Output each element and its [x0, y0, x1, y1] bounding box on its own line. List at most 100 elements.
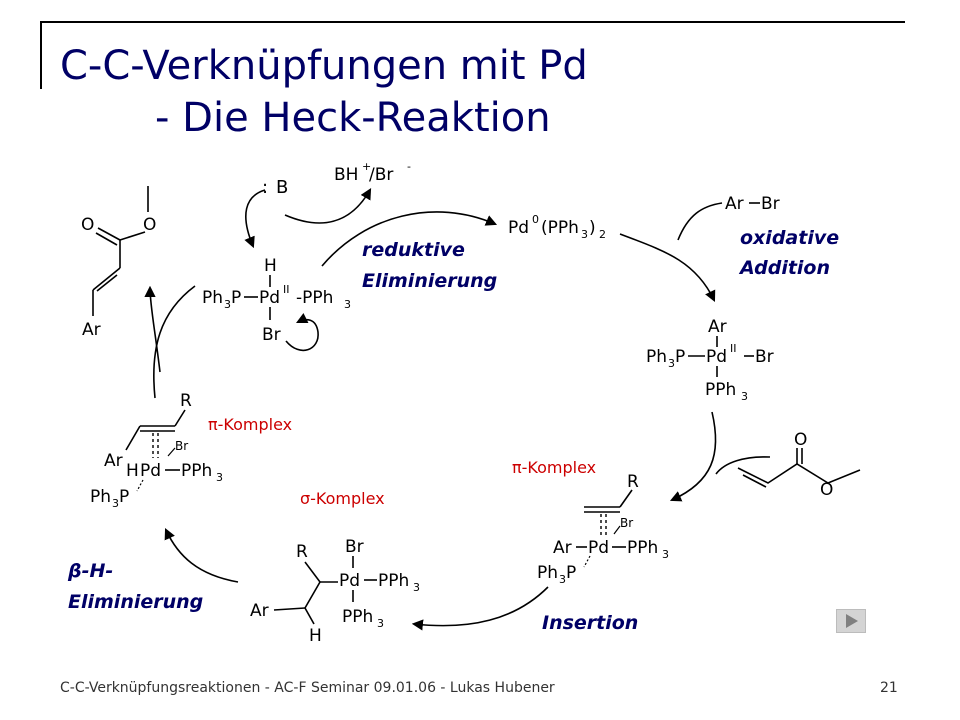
ox-br: Br [755, 347, 774, 367]
beta-h: H [126, 461, 139, 481]
next-slide-button[interactable] [836, 609, 866, 633]
acrylate-carbonyl-o: O [794, 430, 807, 450]
cycle-arrows [144, 188, 771, 631]
beta-r: R [180, 391, 192, 411]
hyd-pph3: -PPh [296, 288, 333, 308]
ins-br: Br [620, 516, 633, 530]
product-cinnamate: O O Ar [81, 186, 156, 340]
arrow-alkene-entry [715, 456, 771, 475]
label-oxidative-addition-1: oxidative [740, 227, 839, 249]
label-sigma-complex: σ-Komplex [300, 489, 385, 508]
sig-ar: Ar [250, 601, 269, 621]
hyd-pd: Pd [259, 288, 280, 308]
beta-ph3p-ph: Ph [90, 487, 111, 507]
pd0-catalyst: Pd 0 (PPh 3 ) 2 [508, 213, 606, 241]
oxidative-addition-complex: Ar Ph 3 P Pd II Br PPh 3 [646, 317, 774, 403]
sig-pd: Pd [339, 571, 360, 591]
product-carbonyl-o: O [81, 215, 94, 235]
ox-ph3p-sub: 3 [668, 357, 675, 370]
ox-pph3: PPh [705, 380, 736, 400]
ins-ph3p-sub: 3 [559, 573, 566, 586]
methyl-acrylate-reagent: O O [737, 430, 861, 500]
beta-pph3-sub: 3 [216, 471, 223, 484]
label-reductive-elimination-2: Eliminierung [362, 270, 497, 292]
ins-r: R [627, 472, 639, 492]
sig-pph3-right-sub: 3 [413, 581, 420, 594]
arrow-oxidative-addition [619, 233, 716, 303]
pd0-ligand: (PPh [541, 218, 579, 238]
label-beta-h-elimination-1: β-H- [67, 560, 113, 582]
arrow-product-entry [144, 285, 161, 373]
pd0-close: ) [589, 218, 596, 238]
ins-pph3: PPh [627, 538, 658, 558]
salt-minus: - [407, 160, 411, 173]
sig-h: H [309, 626, 322, 646]
pd0-oxidation-state: 0 [532, 213, 539, 226]
slide-title-line2: - Die Heck-Reaktion [155, 95, 551, 141]
arrow-bromide-curl [285, 312, 319, 352]
base-lone-pair: : [262, 177, 268, 198]
ox-pd-ox-state: II [730, 342, 737, 355]
product-ar: Ar [82, 320, 101, 340]
label-pi-complex-right: π-Komplex [512, 458, 596, 477]
ins-pph3-sub: 3 [662, 548, 669, 561]
arrow-base-attack [244, 189, 266, 249]
label-pi-complex-left: π-Komplex [208, 415, 292, 434]
ins-ar: Ar [553, 538, 572, 558]
arrow-aryl-bromide-entry [677, 202, 723, 241]
aryl-bromide: Ar Br [725, 194, 780, 214]
sig-pph3-bottom: PPh [342, 607, 373, 627]
arbr-ar: Ar [725, 194, 744, 214]
sig-r: R [296, 542, 308, 562]
ox-ph3p-ph: Ph [646, 347, 667, 367]
beta-ar: Ar [104, 451, 123, 471]
acrylate-ester-o: O [820, 480, 833, 500]
pd0-count: 2 [599, 228, 606, 241]
arrow-salt-release [284, 188, 372, 224]
hyd-br: Br [262, 325, 281, 345]
hydride-complex: H Ph 3 P Pd II -PPh 3 Br [202, 256, 351, 345]
salt-bh: BH [334, 165, 358, 185]
frame-left-line [40, 21, 42, 89]
sig-pph3-right: PPh [378, 571, 409, 591]
hyd-ph3p-sub: 3 [224, 298, 231, 311]
sigma-complex: R Br Pd PPh 3 Ar PPh 3 H [250, 537, 420, 646]
salt-plus: + [362, 160, 371, 173]
slide-title: C-C-Verknüpfungen mit Pd - Die Heck-Reak… [60, 40, 588, 144]
hyd-ph3p-ph: Ph [202, 288, 223, 308]
pd0-ligand-sub: 3 [581, 228, 588, 241]
ox-ph3p-p: P [675, 347, 685, 367]
ox-ar: Ar [708, 317, 727, 337]
arrow-beta-h-elimination [164, 527, 239, 583]
label-reductive-elimination-1: reduktive [362, 239, 465, 261]
frame-top-line [40, 21, 905, 23]
arrow-product-release [152, 285, 196, 399]
arbr-br: Br [761, 194, 780, 214]
label-beta-h-elimination-2: Eliminierung [68, 591, 203, 613]
slide-title-line1: C-C-Verknüpfungen mit Pd [60, 43, 588, 89]
arrow-to-insertion [669, 411, 717, 502]
label-oxidative-addition-2: Addition [738, 257, 830, 279]
ox-pph3-sub: 3 [741, 390, 748, 403]
sig-pph3-bottom-sub: 3 [377, 617, 384, 630]
hyd-h: H [264, 256, 277, 276]
hyd-pph3-sub: 3 [344, 298, 351, 311]
beta-br: Br [175, 439, 188, 453]
beta-h-pi-complex: R Br Ar H Pd PPh 3 Ph 3 P [90, 391, 223, 510]
beta-pd: Pd [140, 461, 161, 481]
label-insertion: Insertion [542, 612, 638, 634]
ins-ph3p-p: P [566, 563, 576, 583]
ins-pd: Pd [588, 538, 609, 558]
arrow-reductive-elimination [321, 211, 498, 267]
hyd-ph3p-p: P [231, 288, 241, 308]
arrow-insertion [411, 586, 549, 631]
next-slide-triangle-icon [846, 614, 858, 628]
hyd-pd-ox-state: II [283, 283, 290, 296]
product-ester-o: O [143, 215, 156, 235]
beta-ph3p-sub: 3 [112, 497, 119, 510]
ins-ph3p-ph: Ph [537, 563, 558, 583]
beta-pph3: PPh [181, 461, 212, 481]
sig-br: Br [345, 537, 364, 557]
ammonium-bromide-salt: BH + /Br - [334, 160, 411, 185]
